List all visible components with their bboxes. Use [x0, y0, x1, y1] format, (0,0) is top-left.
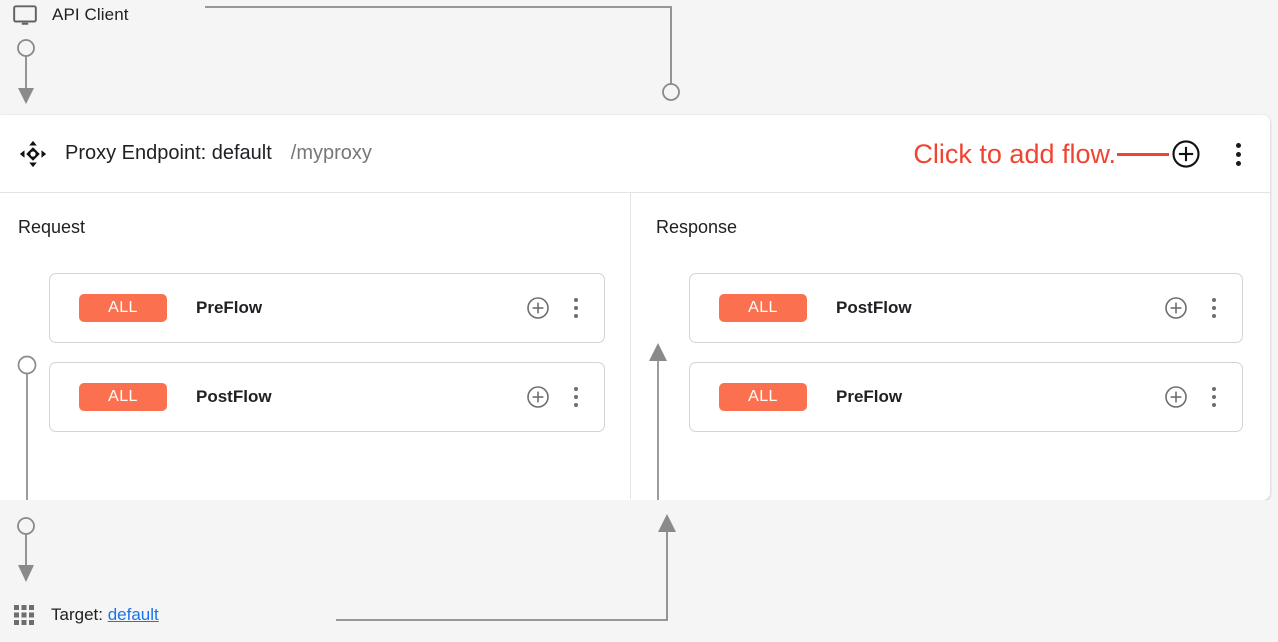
- more-vert-dot: [1211, 297, 1217, 303]
- more-vert-dot: [1235, 151, 1241, 157]
- more-vert-dot: [1235, 142, 1241, 148]
- more-vert-dot: [573, 305, 579, 311]
- response-column: Response ALL PostFlow: [631, 193, 1269, 553]
- target-to-proxy-connector: [336, 514, 676, 621]
- response-column-title: Response: [656, 217, 738, 237]
- flow-more-menu-button[interactable]: [564, 385, 588, 409]
- proxy-header-actions: Click to add flow.: [913, 115, 1270, 193]
- flow-columns: Request ALL PreFlow: [0, 193, 1270, 553]
- flow-card-actions: [1164, 296, 1226, 320]
- request-column: Request ALL PreFlow: [0, 193, 631, 553]
- proxy-more-menu-button[interactable]: [1224, 139, 1252, 169]
- client-outbound-arrow: [17, 39, 35, 104]
- request-column-title: Request: [18, 217, 86, 237]
- flow-card-actions: [526, 296, 588, 320]
- flow-card[interactable]: ALL PreFlow: [49, 273, 605, 343]
- response-flow-list: ALL PostFlow: [689, 273, 1243, 451]
- flow-name: PreFlow: [196, 298, 263, 317]
- more-vert-dot: [573, 297, 579, 303]
- more-vert-dot: [573, 402, 579, 408]
- flow-add-policy-button[interactable]: [1164, 296, 1188, 320]
- flow-add-policy-button[interactable]: [526, 296, 550, 320]
- proxy-basepath: /myproxy: [290, 142, 372, 164]
- flow-card[interactable]: ALL PostFlow: [689, 273, 1243, 343]
- more-vert-dot: [573, 386, 579, 392]
- proxy-to-target-connector: [17, 517, 35, 582]
- target-prefix: Target:: [51, 605, 103, 624]
- more-vert-dot: [573, 313, 579, 319]
- flow-condition-badge: ALL: [79, 294, 167, 322]
- flow-card-actions: [1164, 385, 1226, 409]
- client-to-proxy-connector: [205, 6, 680, 101]
- target-endpoint-link[interactable]: default: [107, 605, 159, 624]
- move-icon[interactable]: [18, 139, 48, 169]
- more-vert-dot: [1211, 394, 1217, 400]
- flow-card[interactable]: ALL PostFlow: [49, 362, 605, 432]
- api-client-node[interactable]: API Client: [12, 2, 129, 28]
- flow-more-menu-button[interactable]: [564, 296, 588, 320]
- target-band: Target: default: [0, 500, 1278, 642]
- flow-name: PreFlow: [836, 387, 903, 406]
- flow-add-policy-button[interactable]: [526, 385, 550, 409]
- more-vert-dot: [1211, 313, 1217, 319]
- proxy-endpoint-header: Proxy Endpoint: default /myproxy Click t…: [0, 115, 1270, 193]
- grid-icon: [12, 603, 36, 627]
- more-vert-dot: [1235, 160, 1241, 166]
- flow-name: PostFlow: [196, 387, 272, 406]
- api-client-label: API Client: [52, 5, 129, 24]
- flow-more-menu-button[interactable]: [1202, 385, 1226, 409]
- flow-card-actions: [526, 385, 588, 409]
- request-flow-list: ALL PreFlow: [49, 273, 605, 451]
- flow-add-policy-button[interactable]: [1164, 385, 1188, 409]
- more-vert-dot: [1211, 386, 1217, 392]
- more-vert-dot: [1211, 305, 1217, 311]
- page-title: Proxy Endpoint: default: [65, 142, 272, 164]
- target-label: Target: default: [51, 605, 159, 625]
- target-node[interactable]: Target: default: [12, 603, 159, 627]
- flow-card[interactable]: ALL PreFlow: [689, 362, 1243, 432]
- annotation-pointer-line: [1117, 152, 1169, 156]
- proxy-endpoint-panel: Proxy Endpoint: default /myproxy Click t…: [0, 115, 1270, 553]
- api-client-band: API Client: [0, 0, 1278, 115]
- flow-more-menu-button[interactable]: [1202, 296, 1226, 320]
- proxy-add-flow-button[interactable]: [1171, 139, 1201, 169]
- flow-condition-badge: ALL: [79, 383, 167, 411]
- flow-condition-badge: ALL: [719, 383, 807, 411]
- more-vert-dot: [573, 394, 579, 400]
- add-flow-annotation: Click to add flow.: [913, 138, 1116, 169]
- more-vert-dot: [1211, 402, 1217, 408]
- monitor-icon: [12, 2, 38, 28]
- flow-name: PostFlow: [836, 298, 912, 317]
- flow-condition-badge: ALL: [719, 294, 807, 322]
